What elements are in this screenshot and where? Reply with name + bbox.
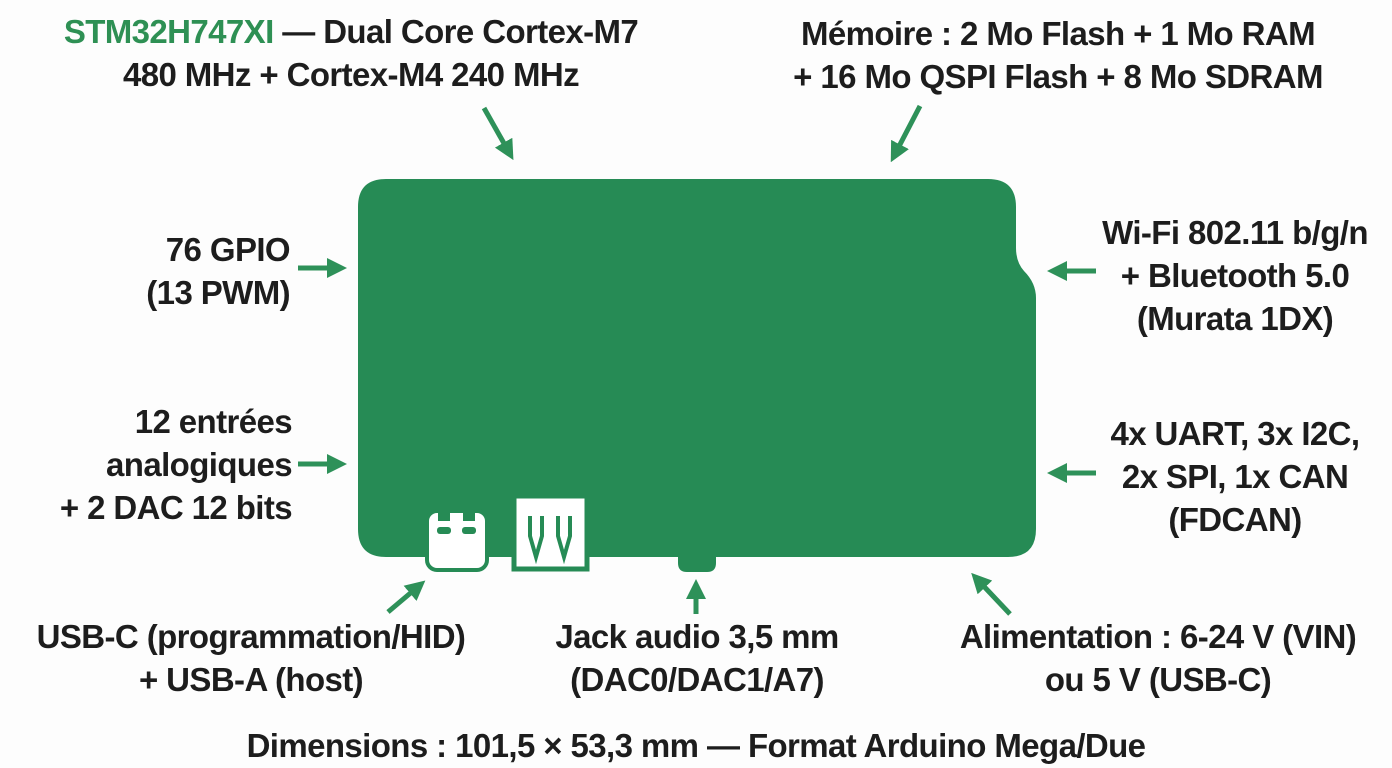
callout-wifi-line3: (Murata 1DX) bbox=[1136, 300, 1334, 337]
arrow-memory-icon bbox=[890, 104, 923, 163]
callout-analog: 12 entrées analogiques + 2 DAC 12 bits bbox=[0, 400, 293, 529]
callout-memory-line1: Mémoire : 2 Mo Flash + 1 Mo RAM bbox=[800, 15, 1316, 52]
audio-jack-icon bbox=[678, 556, 716, 572]
callout-buses: 4x UART, 3x I2C, 2x SPI, 1x CAN (FDCAN) bbox=[1055, 412, 1392, 541]
callout-buses-line1: 4x UART, 3x I2C, bbox=[1110, 415, 1360, 452]
callout-wifi-line2: + Bluetooth 5.0 bbox=[1120, 257, 1350, 294]
chip-name-text: STM32H747XI bbox=[63, 13, 274, 50]
dimensions-text: Dimensions : 101,5 × 53,3 mm — Format Ar… bbox=[246, 727, 1146, 764]
callout-analog-line3: + 2 DAC 12 bits bbox=[59, 489, 293, 526]
callout-buses-line2: 2x SPI, 1x CAN bbox=[1121, 458, 1349, 495]
usb-c-port-icon bbox=[425, 508, 489, 572]
callout-gpio-line1: 76 GPIO bbox=[165, 231, 291, 268]
callout-wifi: Wi-Fi 802.11 b/g/n + Bluetooth 5.0 (Mura… bbox=[1055, 211, 1392, 340]
callout-memory: Mémoire : 2 Mo Flash + 1 Mo RAM + 16 Mo … bbox=[718, 12, 1392, 98]
usb-a-port-icon bbox=[511, 493, 590, 572]
callout-gpio-line2: (13 PWM) bbox=[146, 274, 290, 311]
callout-mcu-line2: 480 MHz + Cortex-M4 240 MHz bbox=[122, 56, 580, 93]
callout-memory-line2: + 16 Mo QSPI Flash + 8 Mo SDRAM bbox=[793, 58, 1323, 95]
arrow-power-icon bbox=[971, 572, 1012, 616]
arrow-usb-icon bbox=[386, 580, 426, 614]
board-outline-icon bbox=[358, 179, 1036, 557]
callout-analog-line1: 12 entrées bbox=[134, 403, 293, 440]
callout-wifi-line1: Wi-Fi 802.11 b/g/n bbox=[1102, 214, 1368, 251]
callout-mcu: STM32H747XI — Dual Core Cortex-M7 480 MH… bbox=[15, 10, 687, 96]
callout-gpio: 76 GPIO (13 PWM) bbox=[0, 228, 290, 314]
callout-jack-line2: (DAC0/DAC1/A7) bbox=[570, 661, 824, 698]
callout-analog-line2: analogiques bbox=[106, 446, 293, 483]
callout-mcu-line1-rest: — Dual Core Cortex-M7 bbox=[273, 13, 639, 50]
arrow-mcu-icon bbox=[481, 106, 514, 161]
callout-usb-line2: + USB-A (host) bbox=[138, 661, 364, 698]
callout-buses-line3: (FDCAN) bbox=[1168, 501, 1302, 538]
callout-power: Alimentation : 6-24 V (VIN) ou 5 V (USB-… bbox=[928, 615, 1388, 701]
callout-jack-line1: Jack audio 3,5 mm bbox=[555, 618, 839, 655]
callout-power-line1: Alimentation : 6-24 V (VIN) bbox=[959, 618, 1357, 655]
callout-jack: Jack audio 3,5 mm (DAC0/DAC1/A7) bbox=[517, 615, 877, 701]
callout-mcu-line1: STM32H747XI — Dual Core Cortex-M7 bbox=[15, 10, 687, 53]
callout-power-line2: ou 5 V (USB-C) bbox=[1044, 661, 1272, 698]
callout-usb-line1: USB-C (programmation/HID) bbox=[36, 618, 466, 655]
callout-usb: USB-C (programmation/HID) + USB-A (host) bbox=[1, 615, 501, 701]
